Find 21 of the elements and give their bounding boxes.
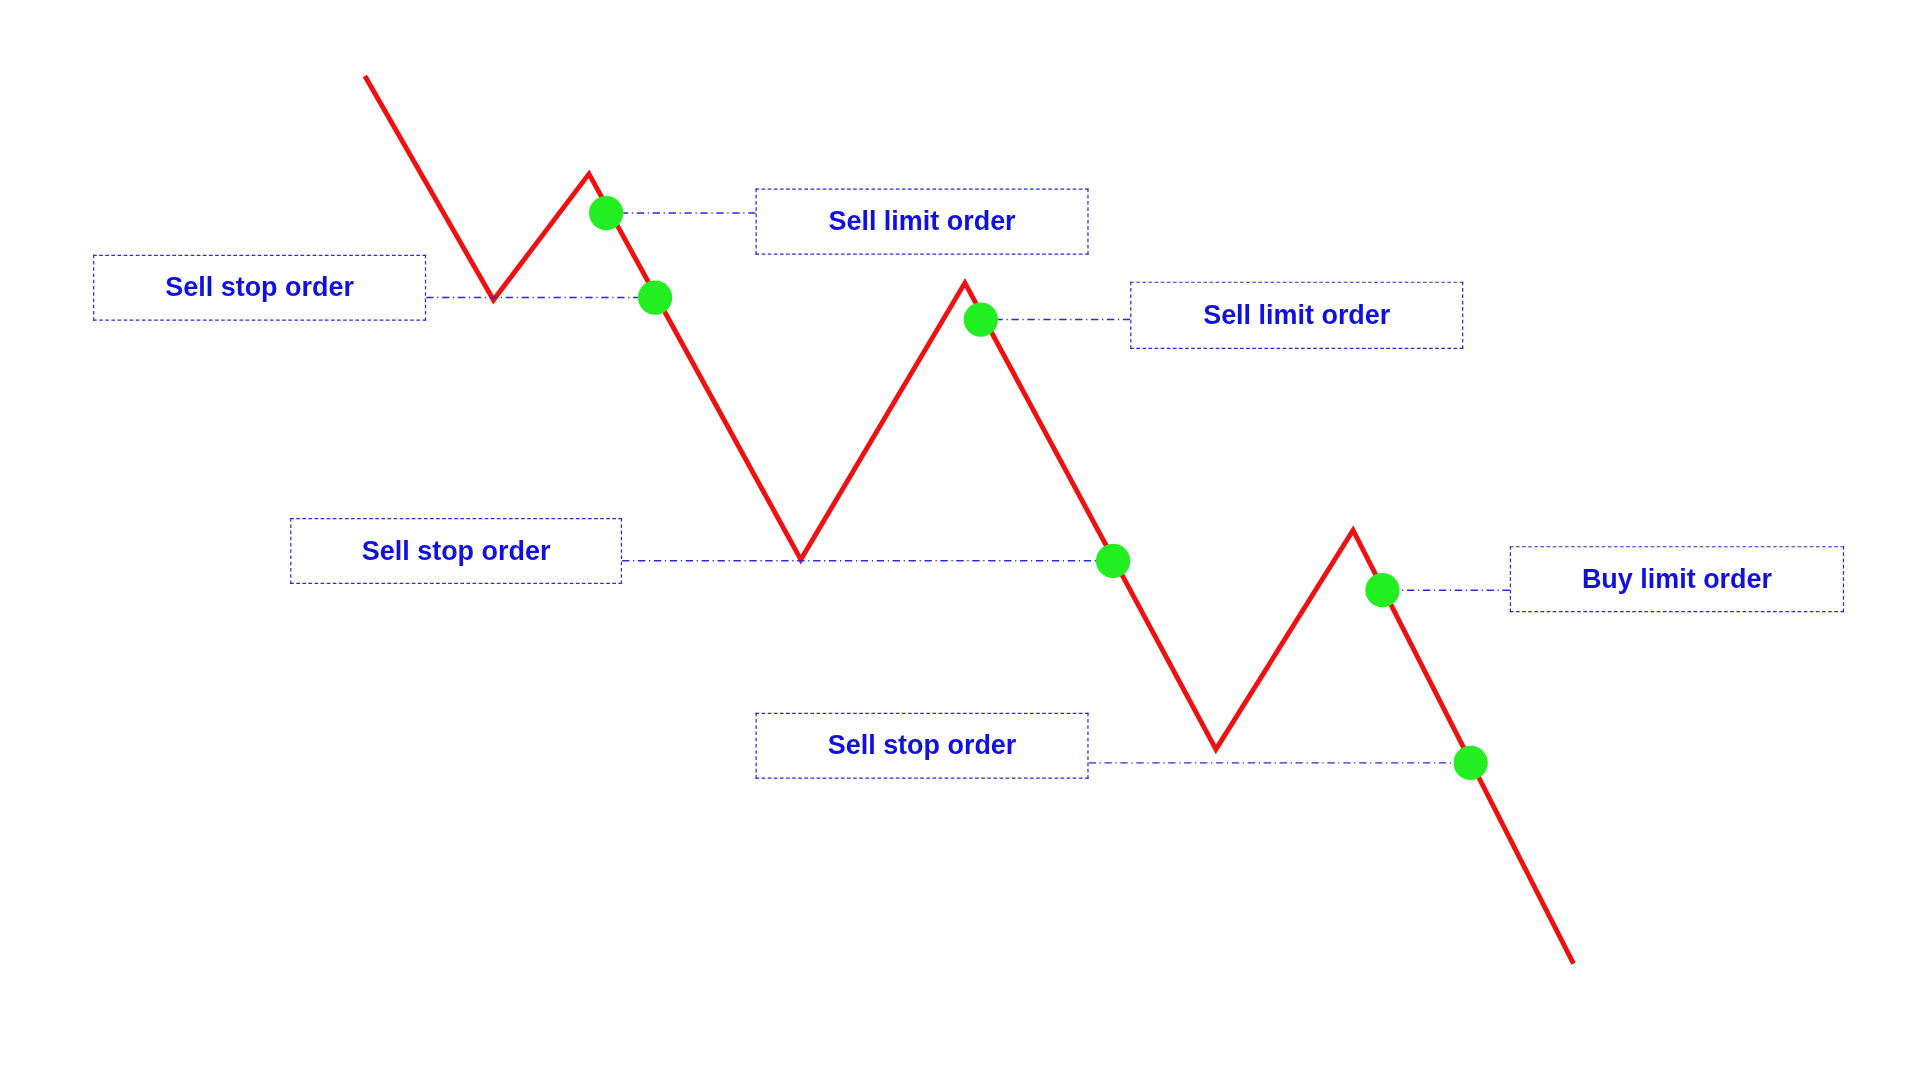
order-label: Sell limit order <box>828 205 1016 238</box>
order-label: Sell stop order <box>165 271 354 304</box>
leader-line <box>425 296 639 299</box>
order-fill-dot <box>1095 543 1131 578</box>
order-fill-dot <box>637 280 673 315</box>
order-label: Sell stop order <box>361 535 551 567</box>
leader-line <box>997 318 1131 321</box>
order-fill-dot <box>1453 745 1488 780</box>
order-label-box <box>1509 546 1845 613</box>
order-label: Sell stop order <box>827 729 1017 762</box>
order-fill-dot <box>589 195 624 231</box>
order-fill-dot <box>1365 573 1400 608</box>
order-fill-dot <box>963 302 998 337</box>
order-label-box <box>93 254 427 321</box>
order-label: Buy limit order <box>1581 563 1772 596</box>
leader-line <box>622 212 757 214</box>
order-label: Sell limit order <box>1203 299 1391 332</box>
order-label-box <box>755 712 1089 779</box>
order-label-box <box>755 188 1089 255</box>
order-label-box <box>1130 281 1464 349</box>
order-label-box <box>290 517 623 585</box>
